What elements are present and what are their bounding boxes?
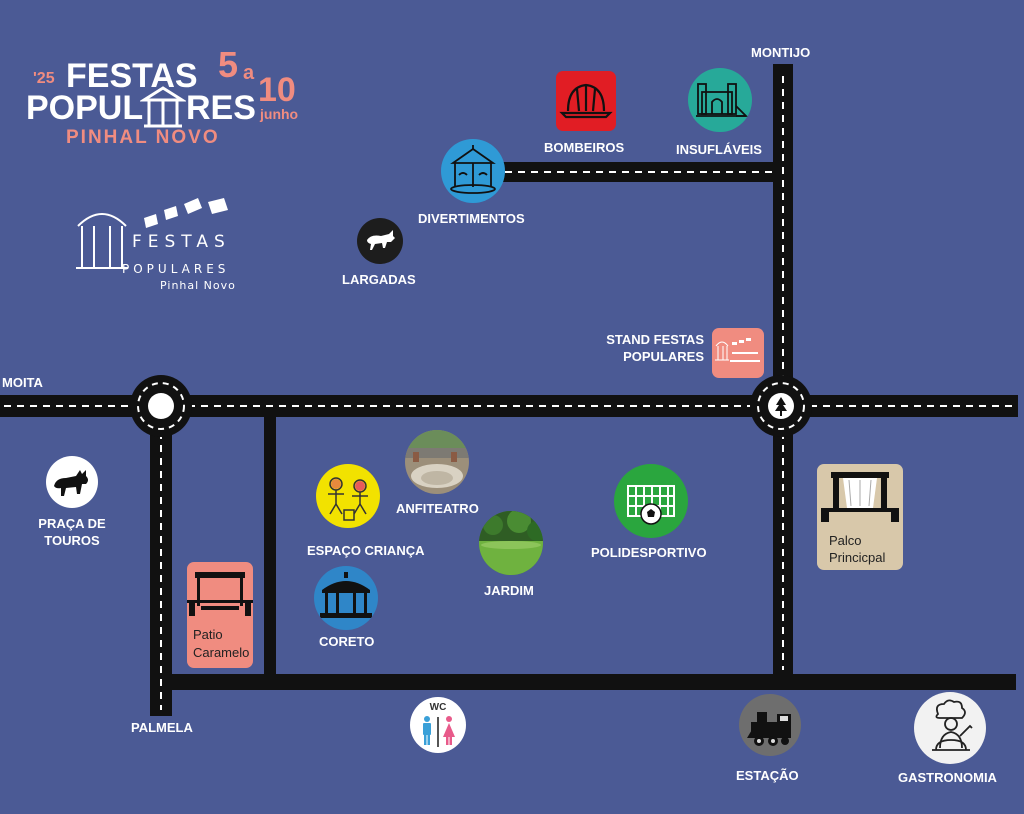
stand-marker[interactable] — [712, 328, 764, 378]
bull-icon — [54, 470, 88, 496]
divertimentos-marker[interactable] — [441, 139, 505, 203]
logo-populares: POPULARES — [122, 262, 230, 276]
patio-caramelo-marker[interactable]: Patio Caramelo — [187, 562, 253, 668]
polidesportivo-label: POLIDESPORTIVO — [591, 545, 707, 560]
bouncy-castle-icon — [696, 83, 749, 117]
title-popul: POPUL — [26, 89, 144, 127]
praca-label-line1: PRAÇA DE — [38, 516, 106, 531]
largadas-marker[interactable] — [357, 218, 403, 264]
firefighter-helmet-icon — [559, 83, 613, 119]
patio-label-line1: Patio — [193, 627, 223, 642]
title-town: PINHAL NOVO — [66, 127, 220, 148]
palco-principal-marker[interactable]: Palco Princicpal — [817, 464, 903, 570]
road-label-moita: MOITA — [2, 375, 43, 390]
gastronomia-label: GASTRONOMIA — [898, 770, 997, 785]
football-goal-icon — [627, 485, 675, 525]
insuflaveis-marker[interactable] — [688, 68, 752, 132]
toilets-icon — [423, 716, 455, 747]
praca-label-line2: TOUROS — [44, 533, 100, 548]
bombeiros-marker[interactable] — [556, 71, 616, 131]
chef-icon — [932, 699, 973, 751]
divertimentos-label: DIVERTIMENTOS — [418, 211, 525, 226]
coreto-marker[interactable] — [314, 566, 378, 630]
palco-label-line1: Palco — [829, 533, 862, 548]
anfiteatro-marker[interactable] — [405, 430, 469, 494]
stand-label-line2: POPULARES — [623, 349, 704, 364]
espaco-crianca-label: ESPAÇO CRIANÇA — [307, 543, 425, 558]
title-date-start: 5 — [218, 44, 239, 85]
palco-label-line2: Princicpal — [829, 550, 886, 565]
road-label-montijo: MONTIJO — [751, 45, 811, 60]
logo-pinhal-novo: Pinhal Novo — [160, 279, 236, 292]
garden-photo — [479, 511, 543, 575]
carousel-icon — [450, 145, 496, 194]
jardim-marker[interactable] — [479, 511, 543, 575]
main-stage-icon — [821, 472, 899, 522]
insuflaveis-label: INSUFLÁVEIS — [676, 142, 762, 157]
coreto-label: CORETO — [319, 634, 375, 649]
stand-label: STAND FESTAS POPULARES — [602, 331, 704, 365]
gastronomia-marker[interactable] — [914, 692, 986, 764]
wc-marker[interactable]: WC — [410, 697, 466, 753]
bombeiros-label: BOMBEIROS — [544, 140, 625, 155]
estacao-label: ESTAÇÃO — [736, 768, 799, 783]
bandstand-icon — [320, 572, 372, 618]
title-res: RES — [186, 89, 256, 127]
road-label-palmela: PALMELA — [131, 720, 193, 735]
train-icon — [747, 712, 791, 746]
praca-label: PRAÇA DE TOUROS — [32, 515, 112, 549]
festas-logo-icon — [76, 198, 228, 269]
wc-label: WC — [429, 702, 447, 713]
title-festas: FESTAS — [66, 57, 198, 95]
title-month: junho — [260, 106, 299, 122]
title-date-end: 10 — [258, 71, 296, 109]
title-year: '25 — [33, 70, 55, 87]
polidesportivo-marker[interactable] — [614, 464, 688, 538]
logo-festas: FESTAS — [132, 232, 231, 252]
kids-drawing-icon — [328, 477, 368, 521]
estacao-marker[interactable] — [739, 694, 801, 756]
jardim-label: JARDIM — [484, 583, 534, 598]
amphitheatre-photo — [405, 430, 469, 488]
title-date-joiner: a — [243, 62, 255, 84]
anfiteatro-label: ANFITEATRO — [396, 501, 479, 516]
stand-label-line1: STAND FESTAS — [606, 332, 704, 347]
running-bull-icon — [367, 230, 395, 250]
festas-logo-icon — [715, 338, 760, 362]
espaco-crianca-marker[interactable] — [316, 464, 380, 528]
carousel-logo-icon — [140, 86, 186, 128]
stage-icon — [187, 572, 253, 616]
patio-label-line2: Caramelo — [193, 645, 250, 660]
praca-marker[interactable] — [46, 456, 98, 508]
largadas-label: LARGADAS — [342, 272, 416, 287]
